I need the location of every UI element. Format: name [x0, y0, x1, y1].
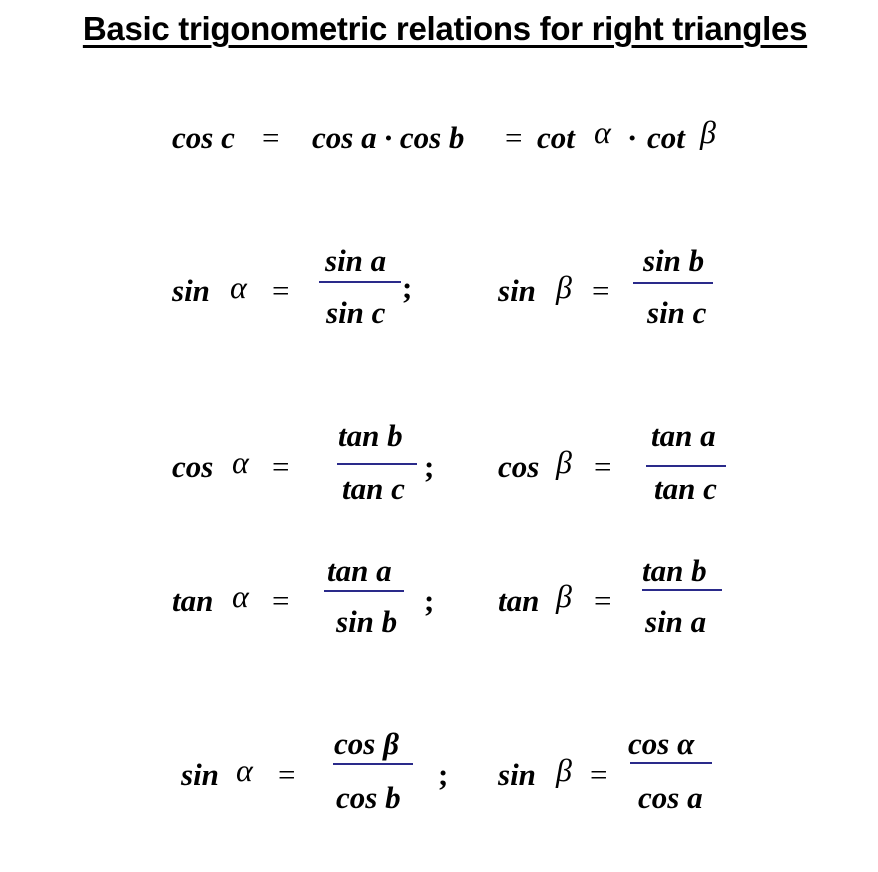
denominator: sin c	[647, 295, 707, 330]
fn-tan: tan	[172, 583, 214, 618]
denominator: cos b	[336, 780, 401, 815]
denominator: cos a	[638, 780, 703, 815]
denominator: tan c	[654, 471, 717, 506]
fraction-bar	[333, 763, 413, 765]
dot-operator: ·	[627, 120, 638, 155]
lhs-cos-c: cos c	[172, 120, 235, 155]
numerator: tan b	[338, 418, 403, 453]
alpha-symbol: α	[230, 269, 247, 305]
equals-sign: =	[262, 120, 280, 155]
alpha-symbol: α	[232, 444, 249, 480]
alpha-symbol: α	[232, 578, 249, 614]
numerator: sin b	[643, 243, 705, 278]
equals-sign: =	[594, 583, 612, 618]
fraction-bar	[630, 762, 712, 764]
fn-sin: sin	[181, 757, 219, 792]
fraction-bar	[633, 282, 713, 284]
numerator: tan a	[651, 418, 716, 453]
equals-sign: =	[592, 273, 610, 308]
cos-a-cos-b: cos a · cos b	[312, 120, 465, 155]
beta-symbol: β	[556, 578, 572, 614]
fn-sin: sin	[498, 757, 536, 792]
fraction-bar	[319, 281, 401, 283]
separator: ;	[438, 757, 449, 792]
denominator: sin c	[326, 295, 386, 330]
numerator: cos β	[334, 726, 399, 761]
fn-cos: cos	[172, 449, 214, 484]
fn-cos: cos	[498, 449, 540, 484]
numerator: tan a	[327, 553, 392, 588]
page-title: Basic trigonometric relations for right …	[82, 10, 808, 47]
numerator: sin a	[325, 243, 387, 278]
cot: cot	[537, 120, 575, 155]
fn-sin: sin	[498, 273, 536, 308]
denominator: tan c	[342, 471, 405, 506]
equals-sign: =	[590, 757, 608, 792]
separator: ;	[424, 449, 435, 484]
fraction-bar	[642, 589, 722, 591]
equals-sign: =	[278, 757, 296, 792]
equals-sign: =	[272, 273, 290, 308]
alpha-symbol: α	[594, 114, 611, 150]
separator: ;	[424, 583, 435, 618]
fraction-bar	[324, 590, 404, 592]
fraction-bar	[337, 463, 417, 465]
equals-sign: =	[505, 120, 523, 155]
fraction-bar	[646, 465, 726, 467]
separator: ;	[402, 270, 413, 305]
equals-sign: =	[272, 449, 290, 484]
cot: cot	[647, 120, 685, 155]
fn-sin: sin	[172, 273, 210, 308]
denominator: sin b	[336, 604, 398, 639]
equals-sign: =	[272, 583, 290, 618]
equals-sign: =	[594, 449, 612, 484]
beta-symbol: β	[556, 269, 572, 305]
denominator: sin a	[645, 604, 707, 639]
beta-symbol: β	[556, 444, 572, 480]
beta-symbol: β	[556, 752, 572, 788]
fn-tan: tan	[498, 583, 540, 618]
alpha-symbol: α	[236, 752, 253, 788]
beta-symbol: β	[700, 114, 716, 150]
numerator: cos α	[628, 726, 695, 761]
numerator: tan b	[642, 553, 707, 588]
